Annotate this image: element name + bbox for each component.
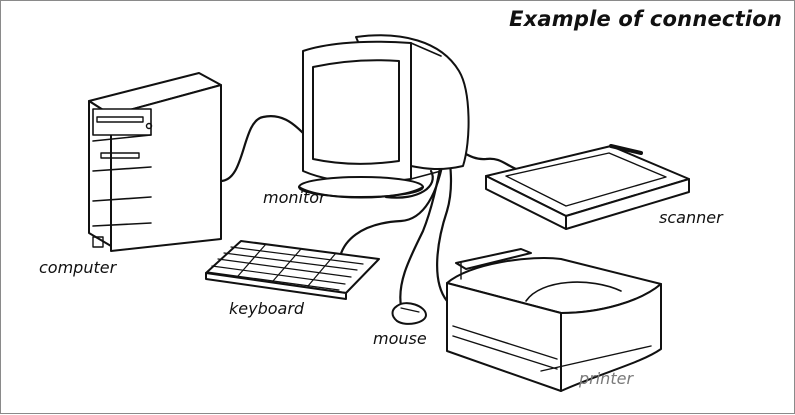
monitor-icon — [298, 34, 470, 199]
printer-label: printer — [579, 369, 634, 388]
mouse-cable — [399, 149, 445, 308]
computer-tower-icon — [88, 72, 222, 252]
keyboard-icon — [205, 240, 380, 300]
diagram-title: Example of connection — [509, 7, 782, 31]
printer-cable — [436, 149, 453, 303]
scanner-label: scanner — [659, 208, 723, 227]
mouse-icon — [391, 302, 427, 325]
mouse-label: mouse — [373, 329, 427, 348]
printer-icon — [446, 248, 662, 392]
scanner-icon — [485, 144, 690, 230]
computer-label: computer — [39, 258, 117, 277]
monitor-base-cable — [384, 169, 434, 199]
computer-monitor-cable — [217, 115, 305, 183]
monitor-label: monitor — [263, 188, 326, 207]
keyboard-label: keyboard — [229, 299, 305, 318]
